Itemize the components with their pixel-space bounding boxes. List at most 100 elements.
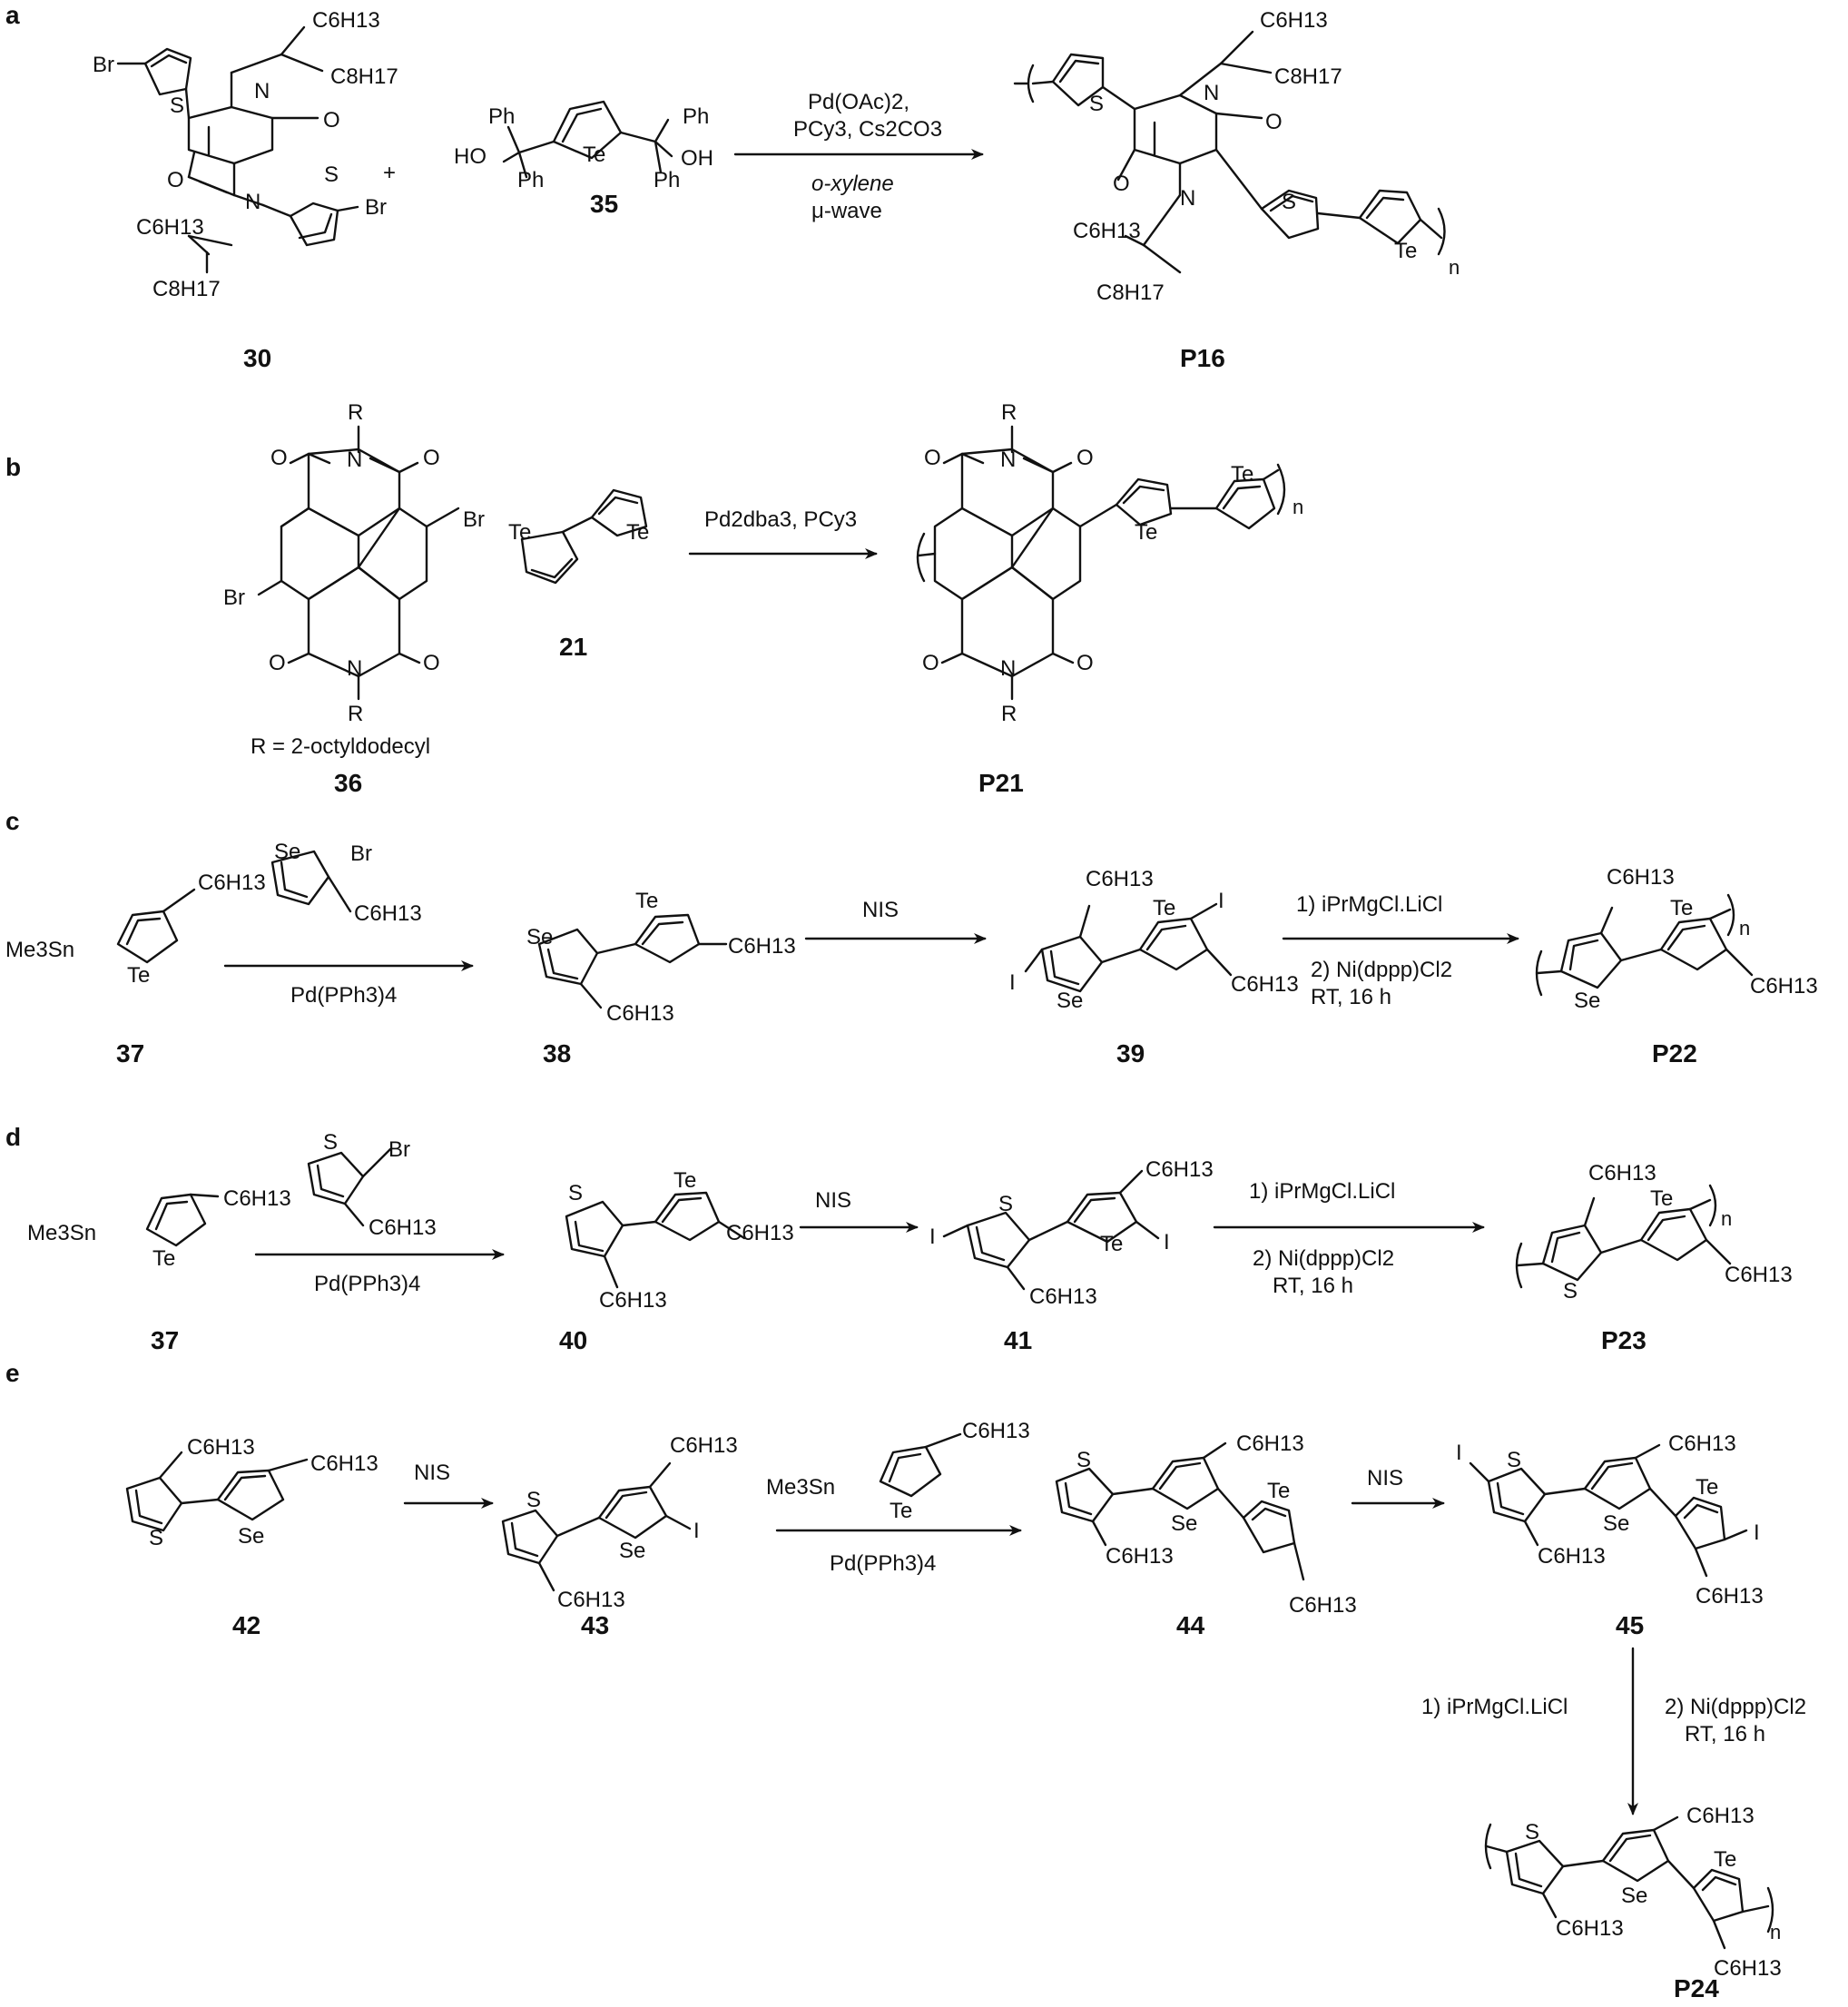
atom-35-ph-3: Ph <box>517 168 544 192</box>
chain-30-c8h17-1: C8H17 <box>330 64 398 89</box>
atom-36-o-3: O <box>269 651 286 675</box>
atom-p21-te-2: Te <box>1231 462 1253 487</box>
chain-43-c6h13-1: C6H13 <box>670 1433 738 1458</box>
chain-30-c6h13-1: C6H13 <box>312 8 380 33</box>
compound-label-35: 35 <box>590 190 618 218</box>
reagent-c-structure <box>270 850 352 913</box>
repeat-p24-n: n <box>1770 1921 1781 1943</box>
atom-43-se: Se <box>619 1539 645 1563</box>
atom-p16-s-1: S <box>1089 92 1104 116</box>
compound-label-42: 42 <box>232 1611 260 1639</box>
polymer-p21-structure <box>916 425 1286 701</box>
atom-36-n-1: N <box>347 448 362 472</box>
atom-30-br-2: Br <box>365 195 387 220</box>
atom-35-oh: OH <box>681 146 713 171</box>
atom-p24-se: Se <box>1621 1884 1647 1908</box>
atom-21-te-2: Te <box>626 520 649 545</box>
atom-p16-o-2: O <box>1113 172 1130 196</box>
compound-40-structure <box>565 1191 746 1289</box>
chain-reagent-d-c6h13: C6H13 <box>369 1215 437 1240</box>
polymer-p16-structure <box>1013 30 1446 274</box>
atom-35-ho: HO <box>454 144 487 169</box>
atom-37d-me3sn: Me3Sn <box>27 1221 96 1245</box>
compound-42-structure <box>125 1451 309 1532</box>
atom-p16-o-1: O <box>1265 110 1283 134</box>
chain-45-c6h13-1: C6H13 <box>1668 1431 1736 1456</box>
compound-label-39: 39 <box>1116 1039 1145 1067</box>
panel-a: a <box>5 1 1460 372</box>
compound-21-structure <box>520 488 648 585</box>
atom-42-s: S <box>149 1526 163 1550</box>
atom-reagent-d-br: Br <box>388 1137 410 1162</box>
compound-label-41: 41 <box>1004 1326 1032 1354</box>
atom-36-r-1: R <box>348 400 363 425</box>
atom-p22-se: Se <box>1574 989 1600 1013</box>
atom-39-i-2: I <box>1218 889 1224 913</box>
repeat-p21-n: n <box>1293 496 1303 518</box>
compound-45-structure <box>1469 1443 1748 1578</box>
atom-35-ph-2: Ph <box>683 104 709 129</box>
condition-e-2: Pd(PPh3)4 <box>830 1551 936 1576</box>
atom-p16-n-2: N <box>1180 186 1195 211</box>
chain-p24-c6h13-1: C6H13 <box>1686 1804 1755 1828</box>
chain-p22-c6h13-2: C6H13 <box>1750 974 1818 999</box>
chain-p16-c6h13-1: C6H13 <box>1260 8 1328 33</box>
chain-38-c6h13-1: C6H13 <box>728 934 796 959</box>
chain-p16-c6h13-2: C6H13 <box>1073 219 1141 243</box>
compound-36-structure <box>257 425 460 701</box>
chain-38-c6h13-2: C6H13 <box>606 1001 674 1026</box>
atom-reagent-e-me3sn: Me3Sn <box>766 1475 835 1500</box>
panel-c: c Me3Sn Te C6H13 37 Se Br C6H13 Pd(PPh3)… <box>5 807 1818 1067</box>
atom-p24-s: S <box>1525 1820 1539 1845</box>
compound-label-45: 45 <box>1616 1611 1644 1639</box>
atom-35-te: Te <box>583 143 605 167</box>
chain-45-c6h13-2: C6H13 <box>1538 1544 1606 1569</box>
atom-p21-o-1: O <box>924 446 941 470</box>
chain-39-c6h13-2: C6H13 <box>1231 972 1299 997</box>
atom-36-r-2: R <box>348 702 363 726</box>
condition-c-3: 1) iPrMgCl.LiCl <box>1296 892 1442 917</box>
condition-b-1: Pd2dba3, PCy3 <box>704 507 857 532</box>
repeat-p16-n: n <box>1449 256 1460 279</box>
compound-37-d-structure <box>145 1193 220 1247</box>
chain-30-c6h13-2: C6H13 <box>136 215 204 240</box>
panel-e-label: e <box>5 1359 20 1387</box>
compound-label-30: 30 <box>243 344 271 372</box>
reagent-e-structure <box>879 1432 962 1498</box>
atom-30-o-1: O <box>323 108 340 133</box>
compound-label-p22: P22 <box>1652 1039 1697 1067</box>
atom-p16-te: Te <box>1394 239 1417 263</box>
repeat-p22-n: n <box>1739 917 1750 940</box>
compound-label-37-c: 37 <box>116 1039 144 1067</box>
chain-p22-c6h13-1: C6H13 <box>1607 865 1675 890</box>
chain-45-c6h13-3: C6H13 <box>1696 1584 1764 1609</box>
compound-label-37-d: 37 <box>151 1326 179 1354</box>
compound-label-43: 43 <box>581 1611 609 1639</box>
atom-42-se: Se <box>238 1524 264 1549</box>
atom-45-s: S <box>1507 1448 1521 1472</box>
polymer-p23-structure <box>1515 1184 1732 1289</box>
chain-p24-c6h13-2: C6H13 <box>1556 1916 1624 1941</box>
compound-label-44: 44 <box>1176 1611 1205 1639</box>
atom-reagent-c-se: Se <box>274 840 300 864</box>
atom-p21-o-4: O <box>1076 651 1094 675</box>
compound-label-38: 38 <box>543 1039 571 1067</box>
chain-37d-c6h13: C6H13 <box>223 1186 291 1211</box>
atom-36-br-1: Br <box>463 507 485 532</box>
compound-label-21: 21 <box>559 633 587 661</box>
condition-c-5: RT, 16 h <box>1311 985 1391 1009</box>
compound-39-structure <box>1024 902 1233 993</box>
chain-reagent-c-c6h13: C6H13 <box>354 901 422 926</box>
atom-41-i-1: I <box>929 1225 936 1249</box>
plus-sign-a: + <box>383 161 396 185</box>
atom-35-ph-1: Ph <box>488 104 515 129</box>
atom-p21-o-3: O <box>922 651 939 675</box>
condition-e-1: NIS <box>414 1461 450 1485</box>
atom-41-te: Te <box>1100 1232 1123 1256</box>
compound-43-structure <box>501 1461 692 1592</box>
compound-30-structure <box>116 25 359 274</box>
panel-d-label: d <box>5 1123 21 1151</box>
chain-37c-c6h13: C6H13 <box>198 871 266 895</box>
chain-p23-c6h13-1: C6H13 <box>1588 1161 1656 1186</box>
